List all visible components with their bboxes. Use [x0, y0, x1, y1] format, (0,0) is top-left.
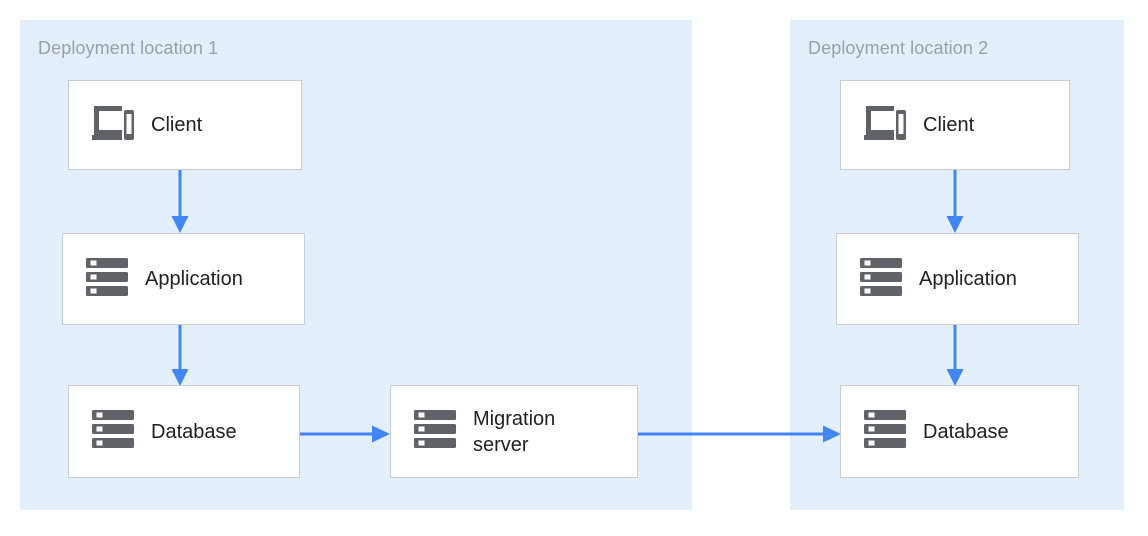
node-label: Application — [919, 268, 1017, 290]
edge-application2-to-database2 — [943, 325, 967, 387]
server-icon — [413, 409, 457, 454]
node-migration-server[interactable]: Migration server — [390, 385, 638, 478]
node-label: Client — [923, 114, 975, 136]
edge-database1-to-migration-server — [300, 422, 392, 446]
server-icon — [85, 257, 129, 302]
node-label: Application — [145, 268, 243, 290]
edge-application1-to-database1 — [168, 325, 192, 387]
edge-migration-server-to-database2 — [637, 422, 843, 446]
node-database-1[interactable]: Database — [68, 385, 300, 478]
edge-client2-to-application2 — [943, 170, 967, 234]
server-icon — [91, 409, 135, 454]
node-label: Database — [923, 420, 1009, 443]
server-icon — [863, 409, 907, 454]
node-label: Migration server — [473, 407, 556, 456]
deployment-location-2-label: Deployment location 2 — [808, 38, 989, 58]
devices-icon — [91, 104, 135, 147]
devices-icon — [863, 104, 907, 147]
server-icon — [859, 257, 903, 302]
node-client-2[interactable]: Client — [840, 80, 1070, 170]
node-label: Database — [151, 420, 237, 443]
edge-client1-to-application1 — [168, 170, 192, 234]
node-client-1[interactable]: Client — [68, 80, 302, 170]
node-label: Client — [151, 114, 203, 136]
node-application-1[interactable]: Application — [62, 233, 305, 325]
node-database-2[interactable]: Database — [840, 385, 1079, 478]
node-application-2[interactable]: Application — [836, 233, 1079, 325]
deployment-location-1-label: Deployment location 1 — [38, 38, 219, 58]
